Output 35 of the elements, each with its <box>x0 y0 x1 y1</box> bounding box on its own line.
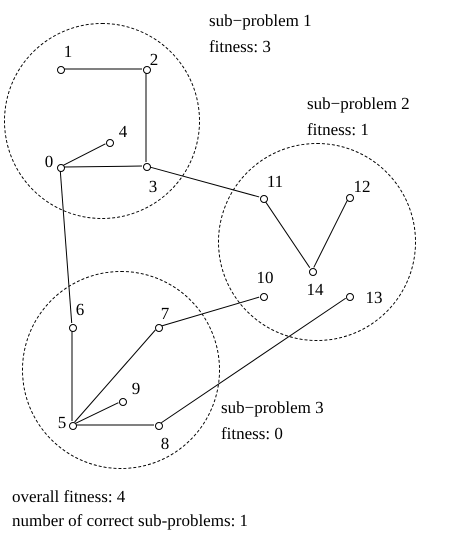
vertex-number: 13 <box>366 288 382 308</box>
edge-line <box>160 298 346 424</box>
region-heading: sub−problem 1 <box>209 11 312 31</box>
vertex-number: 3 <box>148 177 158 197</box>
vertex-number: 10 <box>256 268 274 288</box>
edge-line <box>74 330 156 422</box>
edge-line <box>63 143 106 166</box>
vertex-number: 2 <box>150 50 158 70</box>
fitness-text: fitness: 3 <box>209 37 271 57</box>
edge-line <box>64 166 142 168</box>
region-heading: sub−problem 2 <box>307 94 410 114</box>
edge-line <box>264 200 310 268</box>
fitness-text: fitness: 0 <box>221 424 283 444</box>
region-heading: sub−problem 3 <box>221 398 324 418</box>
edge-line <box>149 166 260 198</box>
vertex-number: 11 <box>266 172 284 192</box>
edge-line <box>75 402 119 424</box>
vertex-number: 0 <box>44 152 54 172</box>
edge-line <box>64 68 142 70</box>
vertex-number: 6 <box>76 300 84 320</box>
edge-line <box>313 200 348 268</box>
vertex-number: 14 <box>306 280 324 300</box>
vertex-number: 9 <box>132 379 140 399</box>
vertex-number: 12 <box>354 177 370 197</box>
edge-line <box>76 424 154 426</box>
summary-text: number of correct sub-problems: 1 <box>12 511 248 531</box>
vertex-number: 5 <box>58 413 66 433</box>
fitness-text: fitness: 1 <box>307 120 369 140</box>
vertex-number: 1 <box>64 42 72 62</box>
edge-line <box>60 170 72 324</box>
vertex-number: 7 <box>160 304 170 324</box>
summary-text: overall fitness: 4 <box>12 487 126 507</box>
vertex-number: 4 <box>118 122 128 142</box>
edge-line <box>161 296 260 326</box>
vertex-number: 8 <box>160 434 170 454</box>
